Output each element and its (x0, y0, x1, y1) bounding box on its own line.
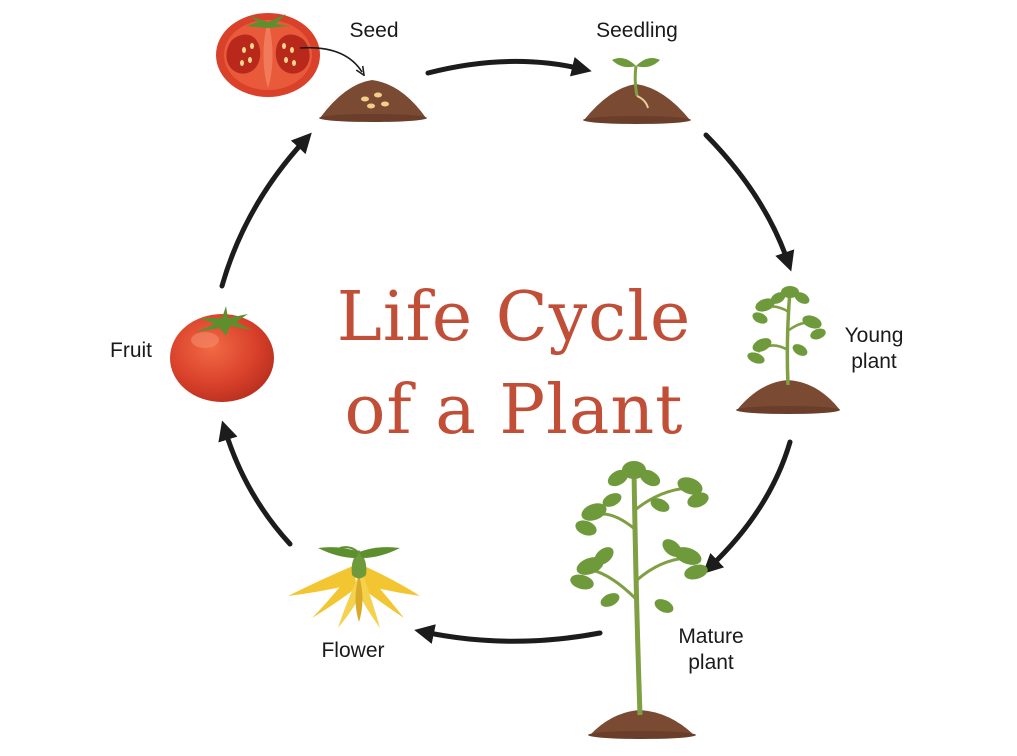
seed-pointer-arrow (299, 46, 362, 72)
arrow-young-to-mature-plant (702, 439, 793, 574)
tomato-fruit-icon (170, 306, 274, 402)
seedling-icon (583, 58, 691, 124)
young-plant-icon (736, 286, 840, 414)
label-fruit: Fruit (110, 339, 152, 362)
soil-seeds-icon (319, 80, 427, 122)
arrow-mature-plant-to-flower (414, 624, 603, 644)
tomato-halved-icon (216, 13, 320, 97)
arrow-seedling-to-young-plant (703, 132, 795, 272)
label-seed: Seed (349, 19, 398, 42)
label-young-plant-line-2: plant (851, 350, 897, 373)
label-seedling: Seedling (596, 19, 678, 42)
mature-plant-icon (570, 461, 709, 739)
arrow-fruit-to-seed (219, 132, 312, 289)
label-mature-plant-line-2: plant (688, 651, 734, 674)
flower-icon (288, 546, 420, 628)
title-line-2: of a Plant (344, 371, 683, 450)
title-line-1: Life Cycle (337, 278, 691, 357)
arrow-flower-to-fruit (218, 420, 293, 547)
label-young-plant-line-1: Young (845, 324, 904, 347)
label-flower: Flower (321, 639, 384, 662)
arrow-seed-to-seedling (425, 56, 592, 77)
label-mature-plant-line-1: Mature (678, 625, 743, 648)
